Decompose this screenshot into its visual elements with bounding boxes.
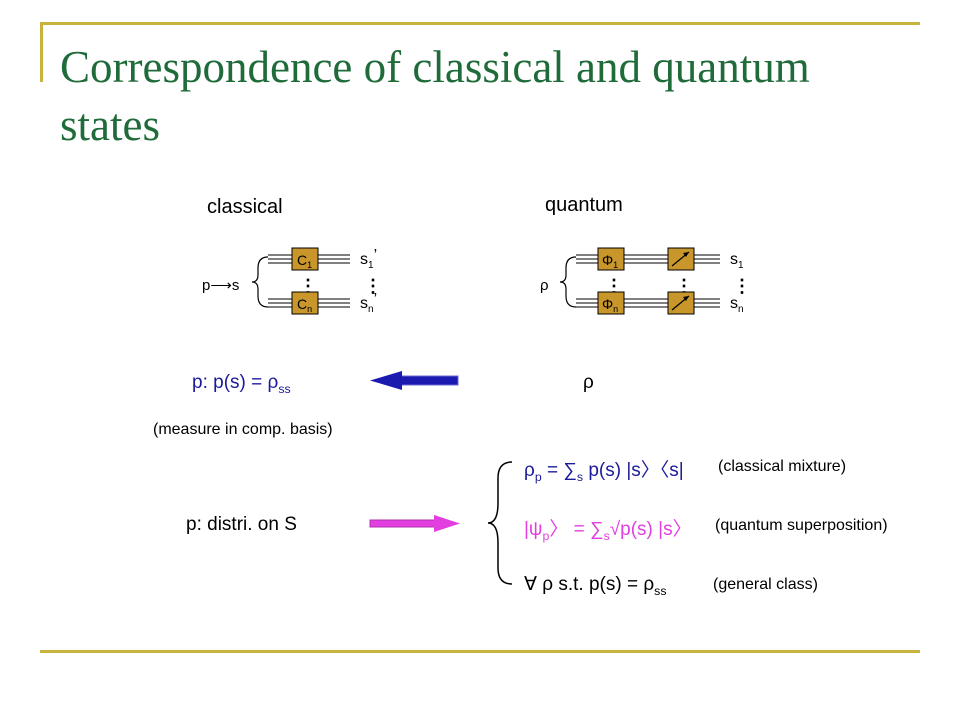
quantum-box-n [597,291,625,315]
quantum-brace [559,256,577,308]
meter-arrow-n [683,296,689,301]
meter-arrow-1 [683,252,689,257]
density-matrix-label: ρ [583,372,594,393]
classical-box-1-label: C1 [297,252,312,270]
distribution-label: p: distri. on S [186,514,297,535]
classical-circuit: p⟶s C1 ⋮ Cn s1’ ⋮ sn’ [202,247,382,315]
general-class-note: (general class) [713,576,818,593]
quantum-wires-1 [576,254,720,264]
classical-box-n [291,291,319,315]
quantum-ellipsis-outputs: ⋮ [733,276,751,296]
classical-brace [251,256,269,308]
quantum-ellipsis-boxes: ⋮ [605,276,623,296]
top-rule [40,22,920,25]
quantum-superposition-note: (quantum superposition) [715,517,888,534]
classical-ellipsis-boxes: ⋮ [299,276,317,296]
classical-input-label: p⟶s [202,277,239,294]
classical-box-n-label: Cn [297,296,312,314]
quantum-output-1: s1 [730,251,744,271]
distribution-arrow [369,515,460,532]
options-brace [487,461,513,585]
quantum-ellipsis-meters: ⋮ [675,276,693,296]
classical-mixture-note: (classical mixture) [718,458,847,475]
measure-arrow [370,371,459,390]
measure-note: (measure in comp. basis) [153,421,333,438]
classical-wires-n [268,298,350,308]
quantum-box-n-label: Φn [602,296,618,314]
classical-ellipsis-outputs: ⋮ [364,276,382,296]
quantum-box-1-label: Φ1 [602,252,618,270]
quantum-heading: quantum [545,194,623,216]
quantum-box-1 [597,247,625,271]
slide-title: Correspondence of classical and quantum … [60,42,810,150]
left-rule [40,22,43,82]
classical-heading: classical [207,196,283,218]
classical-wires-1 [268,254,350,264]
quantum-input-label: ρ [540,277,549,294]
classical-output-n: sn’ [360,291,377,315]
bottom-rule [40,650,920,653]
classical-box-1 [291,247,319,271]
quantum-superposition-formula: |ψp〉 = ∑s√p(s) |s〉 [524,519,692,543]
general-class-formula: ∀ ρ s.t. p(s) = ρss [524,574,667,598]
quantum-circuit: ρ Φ1 ⋮ ⋮ Φn s1 ⋮ sn [540,247,751,315]
quantum-output-n: sn [730,295,744,315]
classical-mixture-formula: ρp = ∑s p(s) |s〉〈s| [524,460,684,484]
quantum-wires-n [576,298,720,308]
classical-output-1: s1’ [360,247,377,271]
classical-probability-formula: p: p(s) = ρss [192,372,291,396]
